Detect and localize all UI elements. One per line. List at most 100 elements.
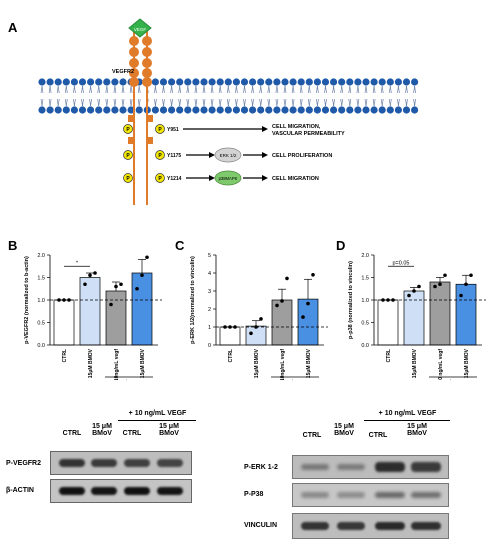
lipid-head bbox=[313, 78, 321, 86]
bar bbox=[455, 283, 477, 346]
lipid-head bbox=[305, 78, 313, 86]
x-tick-label: 15μM BMOV bbox=[306, 348, 312, 378]
western-blot-right: + 10 ng/mL VEGF CTRL 15 μM BMoV CTRL 15 … bbox=[240, 405, 490, 545]
lipid-head bbox=[46, 78, 54, 86]
lipid-head bbox=[224, 78, 232, 86]
lipid-head bbox=[54, 106, 62, 114]
bar bbox=[403, 290, 425, 346]
lipid-head bbox=[87, 106, 95, 114]
group-label: + 10ng/mL VEGF bbox=[111, 379, 147, 380]
panel-letter-b: B bbox=[8, 238, 18, 253]
lipid-head bbox=[168, 106, 176, 114]
lipid-head bbox=[338, 106, 346, 114]
lipid-head bbox=[330, 78, 338, 86]
data-point bbox=[412, 289, 416, 293]
data-point bbox=[280, 299, 284, 303]
blot-row-label: P-VEGFR2 bbox=[6, 460, 42, 467]
x-tick-label: 15μM BMOV bbox=[140, 348, 146, 378]
phospho-icon bbox=[155, 173, 165, 183]
outcome-y951-line1: CELL MIGRATION, bbox=[272, 124, 321, 130]
phospho-label: P bbox=[158, 153, 162, 159]
x-tick-label: 15μM BMOV bbox=[88, 348, 94, 378]
lipid-head bbox=[216, 78, 224, 86]
blot-strip-p-vegfr2 bbox=[50, 451, 192, 475]
lipid-head bbox=[176, 78, 184, 86]
panel-letter-a: A bbox=[8, 20, 18, 35]
site-y1175: Y1175 bbox=[167, 153, 181, 159]
lipid-head bbox=[119, 106, 127, 114]
lipid-head bbox=[95, 106, 103, 114]
lipid-head bbox=[346, 106, 354, 114]
ig-domain bbox=[129, 68, 139, 78]
phospho-label: P bbox=[126, 176, 130, 182]
lipid-head bbox=[151, 78, 159, 86]
panel-letter-c: C bbox=[175, 238, 185, 253]
lipid-head bbox=[184, 78, 192, 86]
data-point bbox=[254, 325, 258, 329]
lipid-head bbox=[249, 78, 257, 86]
lipid-head bbox=[232, 106, 240, 114]
lipid-head bbox=[378, 78, 386, 86]
y-tick-label: 1.0 bbox=[37, 298, 45, 304]
kinase-box bbox=[128, 115, 135, 122]
lipid-head bbox=[346, 78, 354, 86]
lane-label: 15 μM BMoV bbox=[334, 423, 354, 437]
phospho-label: P bbox=[158, 176, 162, 182]
lipid-head bbox=[281, 106, 289, 114]
ig-domain bbox=[129, 47, 139, 57]
phospho-label: P bbox=[126, 127, 130, 133]
lipid-head bbox=[54, 78, 62, 86]
vegf-header: + 10 ng/mL VEGF bbox=[378, 410, 437, 417]
lipid-head bbox=[330, 106, 338, 114]
lipid-head bbox=[273, 78, 281, 86]
blot-row-label: β-ACTIN bbox=[6, 487, 34, 494]
data-point bbox=[459, 293, 463, 298]
phospho-label: P bbox=[158, 127, 162, 133]
y-tick-label: 2.0 bbox=[37, 253, 45, 259]
lipid-head bbox=[354, 106, 362, 114]
lipid-head bbox=[257, 78, 265, 86]
data-point bbox=[259, 317, 263, 321]
lane-label: 15 μM BMoV bbox=[159, 423, 179, 437]
outcome-y1175: CELL PROLIFERATION bbox=[272, 153, 332, 159]
phospho-icon bbox=[123, 150, 133, 160]
lipid-head bbox=[103, 106, 111, 114]
lipid-head bbox=[265, 106, 273, 114]
data-point bbox=[93, 271, 97, 275]
arrowhead bbox=[262, 126, 268, 132]
lipid-head bbox=[273, 106, 281, 114]
lipid-head bbox=[103, 78, 111, 86]
data-point bbox=[57, 298, 61, 302]
phospho-icon bbox=[155, 150, 165, 160]
arrowhead bbox=[209, 175, 215, 181]
lipid-head bbox=[192, 106, 200, 114]
lipid-head bbox=[208, 106, 216, 114]
lipid-head bbox=[208, 78, 216, 86]
ig-domain bbox=[142, 58, 152, 68]
data-point bbox=[311, 273, 315, 277]
lipid-head bbox=[127, 106, 135, 114]
lipid-head bbox=[176, 106, 184, 114]
data-point bbox=[119, 282, 123, 287]
lipid-head bbox=[338, 78, 346, 86]
lipid-head bbox=[249, 106, 257, 114]
ig-domain bbox=[142, 36, 152, 46]
lipid-head bbox=[402, 106, 411, 114]
lipid-head bbox=[224, 106, 232, 114]
phospho-icon bbox=[123, 124, 133, 134]
blot-strip-vinculin bbox=[292, 513, 449, 539]
arrowhead bbox=[262, 175, 268, 181]
lipid-head bbox=[313, 106, 321, 114]
lipid-head bbox=[240, 78, 249, 86]
significance-label: * bbox=[76, 260, 79, 266]
lane-label: CTRL bbox=[122, 430, 142, 437]
bar bbox=[377, 299, 399, 346]
lipid-head bbox=[411, 78, 419, 86]
bar bbox=[297, 298, 319, 346]
blot-row-label: P-ERK 1-2 bbox=[244, 464, 278, 471]
lipid-head bbox=[184, 106, 192, 114]
lipid-head bbox=[70, 106, 78, 114]
data-point bbox=[109, 302, 113, 307]
lipid-head bbox=[151, 106, 159, 114]
site-y1214: Y1214 bbox=[167, 176, 182, 182]
